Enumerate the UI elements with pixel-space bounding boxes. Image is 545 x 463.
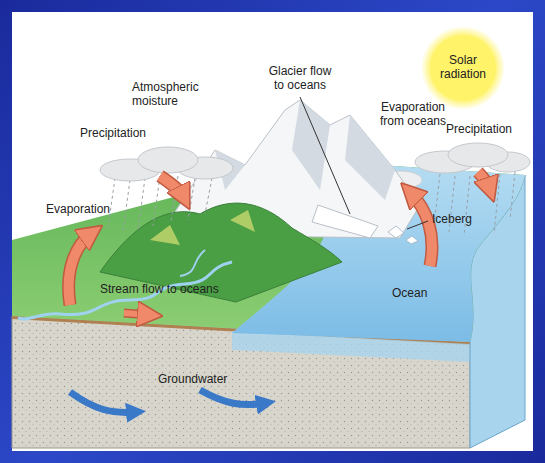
moisture-label: Atmospheric moisture — [132, 80, 212, 108]
evaporation-label: Evaporation — [46, 202, 110, 216]
rain — [434, 172, 515, 236]
precipitation-label: Precipitation — [80, 126, 146, 140]
glacier-label: Glacier flow to oceans — [262, 64, 338, 92]
rain — [108, 176, 212, 232]
hill-highlight — [150, 210, 255, 245]
leader-line — [300, 97, 350, 214]
stream — [180, 250, 205, 276]
precipitation-label: Precipitation — [446, 122, 512, 136]
sun-label: Solar radiation — [428, 53, 498, 81]
process-arrow — [69, 172, 490, 315]
groundwater-arrow — [70, 392, 136, 412]
leader-line — [407, 221, 428, 229]
cloud — [415, 143, 530, 173]
evaporation-label: Evaporation from oceans — [372, 100, 454, 128]
mountain-shade — [292, 100, 330, 190]
stream — [18, 262, 232, 319]
glacier — [312, 205, 378, 238]
iceberg-label: Iceberg — [432, 212, 472, 226]
iceberg-shape — [406, 236, 418, 244]
iceberg-shape — [388, 226, 404, 238]
green-hills — [100, 203, 342, 302]
groundwater-label: Groundwater — [158, 372, 227, 386]
stream-label: Stream flow to oceans — [100, 282, 219, 296]
groundwater-arrow — [200, 390, 266, 405]
ocean-label: Ocean — [392, 286, 427, 300]
sun — [421, 26, 505, 110]
